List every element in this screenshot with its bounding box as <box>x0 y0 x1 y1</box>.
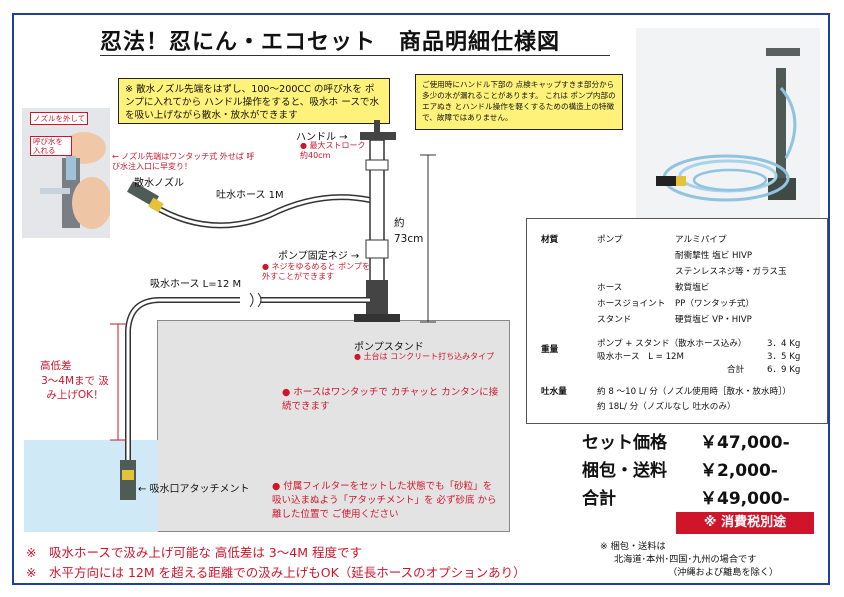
label-discharge-hose: 吐水ホース 1M <box>216 190 284 201</box>
screw-note: ● ネジをゆるめると ポンプを 外すことができます <box>262 262 370 281</box>
priming-note-text: ※ 散水ノズル先端をはずし、100～200CC の呼び水を ポンプに入れてから … <box>125 84 380 121</box>
tag-prime-water: 呼び水を 入れる <box>30 136 72 156</box>
tag-remove-nozzle: ノズルを外して <box>30 112 89 125</box>
flow-line-1: 約 8 ～10 L/ 分（ノズル使用時［散水・放水時］） <box>597 387 791 397</box>
filter-note: ● 付属フィルターをセットした状態でも「砂粒」を 吸い込まぬよう「アタッチメント… <box>272 481 497 520</box>
label-attachment: ← 吸水口アタッチメント <box>138 484 250 495</box>
photo-nozzle-removal: ノズルを外して 呼び水を 入れる <box>22 108 110 238</box>
stroke-note: ● 最大ストローク 約40cm <box>300 141 366 160</box>
material-part: スタンド <box>597 315 632 325</box>
label-pump-stand: ポンプスタンド <box>354 342 424 353</box>
material-value: 耐衝撃性 塩ビ HIVP <box>675 251 753 261</box>
material-part: ポンプ <box>597 235 623 245</box>
footnote-lift: ※ 吸水ホースで汲み上げ可能な 高低差は 3～4M 程度です <box>26 545 362 560</box>
page-title: 忍法！忍にん・エコセット 商品明細仕様図 <box>100 30 561 55</box>
label-height: 約 73cm <box>394 217 424 245</box>
shipping-line-2: 北海道･本州･四国･九州の場合です <box>614 554 757 565</box>
label-fixing-screw: ポンプ固定ネジ → <box>278 251 360 262</box>
label-suction-hose: 吸水ホース L=12 M <box>150 279 242 290</box>
price-value: ￥2,000- <box>700 461 778 481</box>
label-nozzle: 散水ノズル <box>134 178 184 189</box>
material-part: ホースジョイント <box>597 299 666 309</box>
weight-header: 重量 <box>541 345 559 355</box>
label-lift-title: 高低差 <box>40 360 72 372</box>
stand-note: ● 土台は コンクリート打ち込みタイプ <box>354 352 495 361</box>
leak-note: ご使用時にハンドル下部の 点検キャップすきま部分から多少の水が漏れることがありま… <box>415 74 623 130</box>
hands-illustration <box>22 108 110 238</box>
material-value: 硬質塩ビ VP・HIVP <box>675 315 752 325</box>
nozzle-detach-note: ← ノズル先端はワンタッチ式 外せば 呼び水注入口に早変り！ <box>112 152 255 171</box>
weight-value: 6．9 Kg <box>767 365 801 375</box>
title-underline <box>100 55 610 56</box>
priming-note: ※ 散水ノズル先端をはずし、100～200CC の呼び水を ポンプに入れてから … <box>118 78 390 124</box>
label-lift-body: 3～4Mまで 汲み上げOK！ <box>41 375 109 401</box>
price-value: ￥49,000- <box>700 489 790 509</box>
page-frame <box>12 13 830 585</box>
weight-item: 吸水ホース L = 12M <box>597 352 684 362</box>
material-part: ホース <box>597 283 623 293</box>
price-label: 梱包・送料 <box>582 461 667 481</box>
photo-product <box>636 28 820 218</box>
material-value: 軟質塩ビ <box>675 283 710 293</box>
weight-item: ポンプ + スタンド（散水ホース込み） <box>597 339 747 349</box>
price-value: ￥47,000- <box>700 433 790 453</box>
material-value: PP（ワンタッチ式） <box>675 299 755 309</box>
ground-block <box>157 320 510 532</box>
price-label: セット価格 <box>582 433 667 453</box>
weight-value: 3．5 Kg <box>767 352 801 362</box>
material-value: アルミパイプ <box>675 235 727 245</box>
flow-header: 吐水量 <box>541 387 567 397</box>
spec-table: 材質 ポンプ アルミパイプ耐衝撃性 塩ビ HIVP ステンレスネジ等・ガラス玉ホース… <box>526 218 828 424</box>
label-handle: ハンドル → <box>296 132 348 143</box>
leak-note-text: ご使用時にハンドル下部の 点検キャップすきま部分から多少の水が漏れることがありま… <box>422 80 616 122</box>
footnote-distance: ※ 水平方向には 12M を超える距離での汲み上げもOK（延長ホースのオプション… <box>26 565 526 580</box>
tax-badge: ※ 消費税別途 <box>676 512 814 534</box>
material-value: ステンレスネジ等・ガラス玉 <box>675 267 787 277</box>
shipping-line-1: ※ 梱包・送料は <box>600 541 666 552</box>
product-illustration <box>636 28 820 218</box>
weight-item: 合計 <box>727 365 745 375</box>
shipping-line-3: （沖縄および離島を除く） <box>668 567 779 578</box>
flow-line-2: 約 18L/ 分（ノズルなし 吐水のみ） <box>597 402 736 412</box>
hose-connect-note: ● ホースはワンタッチで カチャッと カンタンに接続できます <box>282 387 499 412</box>
price-label: 合計 <box>582 489 616 509</box>
material-header: 材質 <box>541 235 559 245</box>
weight-value: 3．4 Kg <box>767 339 801 349</box>
